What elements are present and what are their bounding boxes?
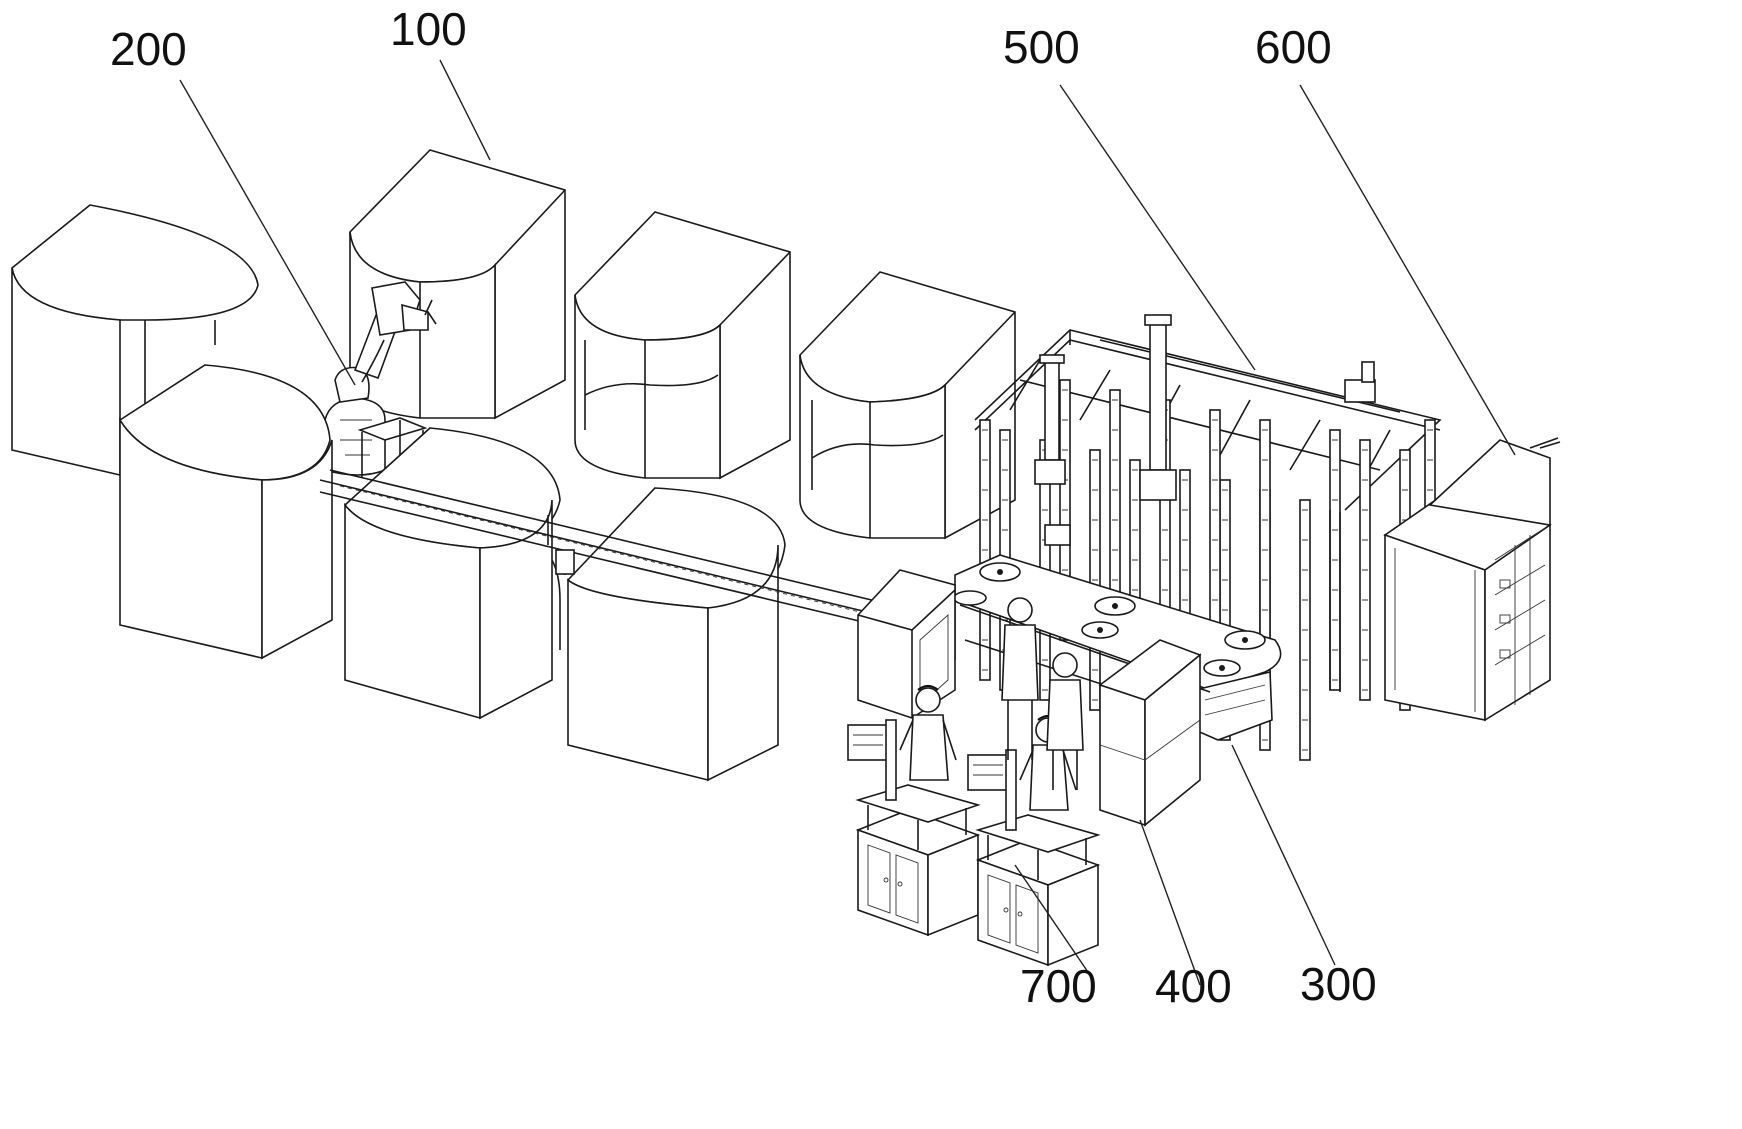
leader-200 [179,79,356,386]
enclosure-cell-4 [343,427,561,720]
callout-700: 700 [1020,960,1097,1012]
leader-300 [1231,744,1336,966]
operator-station-1 [846,684,980,937]
callout-600: 600 [1255,21,1332,73]
enclosure-cell-100 [349,149,566,420]
leader-500 [1059,84,1256,371]
frame-column [979,419,991,681]
leader-lines [179,59,1516,986]
callout-300: 300 [1300,958,1377,1010]
leader-600 [1299,84,1516,456]
gantry-frame-500 [974,314,1442,761]
enclosure-cell-6 [566,487,786,782]
operator-station-2 [966,714,1100,967]
operator-figure [1001,597,1084,790]
enclosure-cell-1 [11,204,259,477]
callout-100: 100 [390,3,467,55]
leader-700 [1014,864,1091,976]
enclosure-cell-2 [118,364,333,660]
callout-400: 400 [1155,960,1232,1012]
enclosure-cell-5 [799,271,1016,540]
callout-500: 500 [1003,21,1080,73]
cabinet-400 [1098,639,1202,827]
control-cabinets-600 [1383,437,1561,722]
leader-400 [1139,819,1201,986]
callout-200: 200 [110,23,187,75]
robot-arm [324,281,437,478]
enclosure-cell-3 [574,211,791,480]
control-enclosure [857,569,956,719]
transfer-rail [319,469,906,627]
leader-100 [439,59,491,161]
